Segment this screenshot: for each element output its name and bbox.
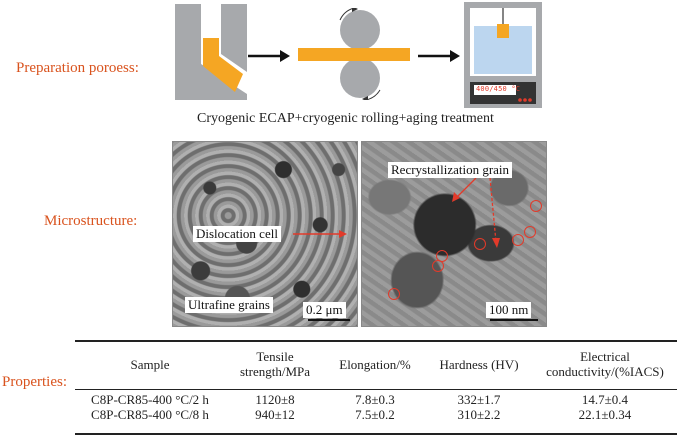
properties-label: Properties: xyxy=(2,374,67,390)
microstructure-label: Microstructure: xyxy=(44,213,138,229)
cell-hardness: 332±1.7 xyxy=(457,392,501,407)
grain-marker xyxy=(432,260,444,272)
cell-conductivity: 22.1±0.34 xyxy=(578,407,632,422)
dislocation-cell-label: Dislocation cell xyxy=(193,226,281,242)
scale-bar-left: 0.2 μm xyxy=(303,302,346,318)
header-sample: Sample xyxy=(130,356,170,372)
aging-furnace-icon xyxy=(464,2,542,108)
scale-bar-line xyxy=(490,319,538,321)
cell-conductivity: 14.7±0.4 xyxy=(581,392,629,407)
table-row: C8P-CR85-400 °C/8 h 940±12 7.5±0.2 310±2… xyxy=(75,407,677,422)
table-top-rule xyxy=(75,340,677,342)
header-hardness: Hardness (HV) xyxy=(439,356,519,372)
cell-sample: C8P-CR85-400 °C/2 h xyxy=(91,392,209,407)
arrow-right-icon xyxy=(248,50,290,62)
ecap-die-icon xyxy=(175,4,247,100)
header-tensile: Tensile strength/MPa xyxy=(239,349,311,379)
cell-sample: C8P-CR85-400 °C/8 h xyxy=(91,407,209,422)
tem-micrograph-left: Dislocation cell Ultrafine grains 0.2 μm xyxy=(172,141,358,327)
cell-elongation: 7.5±0.2 xyxy=(355,407,395,422)
table-row: C8P-CR85-400 °C/2 h 1120±8 7.8±0.3 332±1… xyxy=(75,392,677,407)
preparation-label: Preparation poroess: xyxy=(16,60,139,76)
tem-micrograph-right: Recrystallization grain 100 nm xyxy=(361,141,547,327)
grain-marker xyxy=(512,234,524,246)
cell-tensile: 940±12 xyxy=(255,407,295,422)
rolling-mill-icon xyxy=(298,8,410,100)
grain-marker xyxy=(474,238,486,250)
header-elongation: Elongation/% xyxy=(339,356,411,372)
scale-bar-right: 100 nm xyxy=(486,302,532,318)
arrow-right-icon xyxy=(418,50,460,62)
arrow-pointer-icon xyxy=(452,178,500,248)
grain-marker xyxy=(530,200,542,212)
furnace-display: 400/450 °C xyxy=(476,85,521,93)
properties-table: Sample Tensile strength/MPa Elongation/%… xyxy=(75,346,677,422)
scale-bar-line xyxy=(308,319,350,321)
recrystallization-grain-label: Recrystallization grain xyxy=(388,162,513,178)
table-bottom-rule xyxy=(75,433,677,435)
cell-tensile: 1120±8 xyxy=(255,392,295,407)
arrow-right-icon xyxy=(293,230,347,238)
grain-marker xyxy=(388,288,400,300)
header-conductivity: Electrical conductivity/(%IACS) xyxy=(546,349,664,379)
preparation-caption: Cryogenic ECAP+cryogenic rolling+aging t… xyxy=(197,111,494,126)
grain-marker xyxy=(524,226,536,238)
ultrafine-grains-label: Ultrafine grains xyxy=(185,297,273,313)
cell-hardness: 310±2.2 xyxy=(457,407,501,422)
cell-elongation: 7.8±0.3 xyxy=(355,392,395,407)
